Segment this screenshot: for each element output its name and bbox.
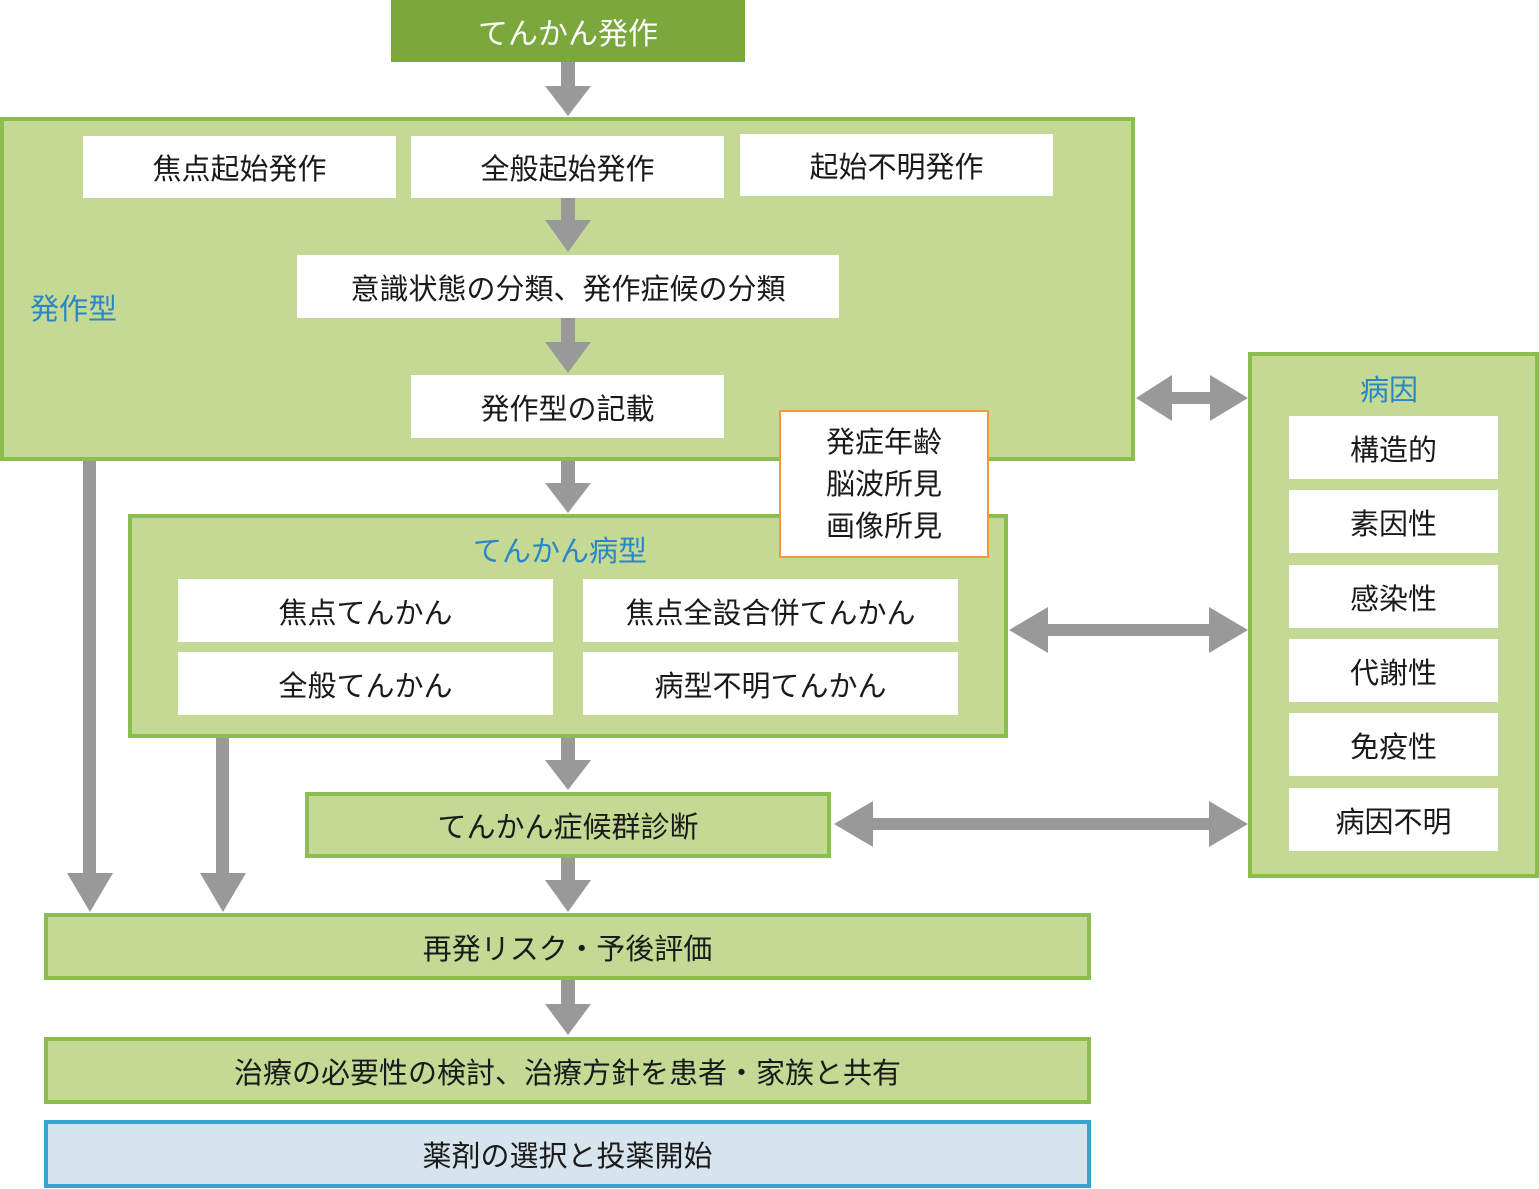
risk-evaluation-text: 再発リスク・予後評価 [422, 931, 713, 966]
focal-epilepsy-box: 焦点てんかん [178, 579, 553, 642]
arrow-down-icon [67, 461, 113, 912]
medication-text: 薬剤の選択と投薬開始 [422, 1139, 713, 1173]
etiology-item: 代謝性 [1289, 639, 1498, 702]
combined-epilepsy-text: 焦点全設合併てんかん [625, 595, 916, 630]
etiology-item: 素因性 [1289, 490, 1498, 553]
title-box: てんかん発作 [391, 0, 745, 62]
unknown-epilepsy-text: 病型不明てんかん [654, 668, 887, 703]
syndrome-diagnosis-text: てんかん症候群診断 [437, 810, 699, 844]
classification-box: 意識状態の分類、発作症候の分類 [297, 255, 839, 318]
seizure-description-box: 発作型の記載 [411, 375, 724, 438]
immune-text: 免疫性 [1349, 729, 1437, 764]
syndrome-diagnosis-box: てんかん症候群診断 [305, 792, 831, 858]
onset-age-text: 発症年齢 [825, 425, 942, 459]
infectious-text: 感染性 [1349, 581, 1437, 616]
etiology-item: 構造的 [1289, 416, 1498, 479]
epilepsy-type-label: てんかん病型 [473, 534, 648, 568]
etiology-item: 免疫性 [1289, 713, 1498, 776]
double-arrow-icon [1009, 607, 1248, 653]
treatment-plan-text: 治療の必要性の検討、治療方針を患者・家族と共有 [233, 1055, 901, 1090]
seizure-description-text: 発作型の記載 [480, 391, 655, 426]
treatment-plan-box: 治療の必要性の検討、治療方針を患者・家族と共有 [44, 1037, 1091, 1104]
double-arrow-icon [834, 801, 1248, 847]
arrow-down-icon [545, 738, 591, 790]
double-arrow-icon [1136, 375, 1248, 421]
etiology-item: 病因不明 [1289, 788, 1498, 851]
title-text: てんかん発作 [478, 17, 658, 52]
unknown-onset-box: 起始不明発作 [740, 134, 1053, 196]
focal-onset-text: 焦点起始発作 [152, 152, 327, 186]
focal-onset-box: 焦点起始発作 [83, 136, 396, 198]
generalized-epilepsy-text: 全般てんかん [278, 668, 453, 703]
arrow-down-icon [545, 980, 591, 1035]
combined-epilepsy-box: 焦点全設合併てんかん [583, 579, 958, 642]
generalized-onset-box: 全般起始発作 [411, 136, 724, 198]
arrow-down-icon [200, 738, 246, 912]
focal-epilepsy-text: 焦点てんかん [278, 595, 453, 630]
unknown-onset-text: 起始不明発作 [809, 150, 984, 184]
arrow-down-icon [545, 461, 591, 513]
clinical-findings-box: 発症年齢 脳波所見 画像所見 [779, 410, 989, 558]
medication-box: 薬剤の選択と投薬開始 [44, 1120, 1091, 1188]
risk-evaluation-box: 再発リスク・予後評価 [44, 913, 1091, 980]
generalized-epilepsy-box: 全般てんかん [178, 652, 553, 715]
generalized-onset-text: 全般起始発作 [480, 152, 655, 186]
etiology-label: 病因 [1360, 373, 1419, 407]
classification-text: 意識状態の分類、発作症候の分類 [350, 271, 786, 306]
imaging-findings-text: 画像所見 [825, 509, 942, 543]
etiology-item: 感染性 [1289, 565, 1498, 628]
structural-text: 構造的 [1349, 432, 1437, 467]
seizure-type-label: 発作型 [30, 292, 118, 326]
genetic-text: 素因性 [1349, 506, 1437, 541]
arrow-down-icon [545, 62, 591, 116]
unknown-epilepsy-box: 病型不明てんかん [583, 652, 958, 715]
metabolic-text: 代謝性 [1349, 655, 1437, 690]
arrow-down-icon [545, 858, 591, 912]
eeg-findings-text: 脳波所見 [825, 467, 942, 501]
unknown-etiology-text: 病因不明 [1335, 804, 1452, 839]
